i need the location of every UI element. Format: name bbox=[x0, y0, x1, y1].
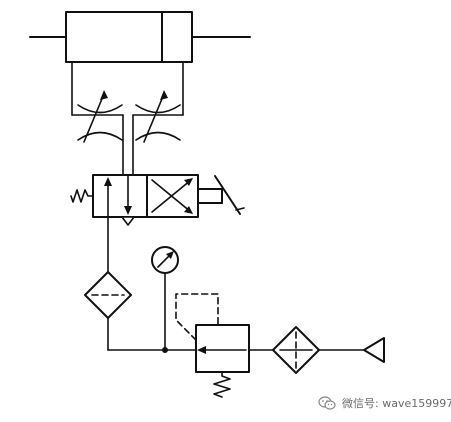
spring-return-icon bbox=[70, 189, 94, 203]
double-acting-cylinder bbox=[29, 11, 251, 63]
left-throttle-arc-top bbox=[77, 104, 123, 114]
regulator-spring bbox=[213, 371, 231, 398]
main-supply-line bbox=[107, 216, 197, 353]
valve-left-down-arrowhead bbox=[124, 206, 132, 215]
left-throttle-arrow bbox=[83, 93, 105, 143]
valve-left-up-arrowhead bbox=[104, 177, 112, 186]
exhaust-port-icon bbox=[121, 216, 135, 226]
left-throttle-arrowhead bbox=[100, 90, 108, 100]
water-separator-filter-icon bbox=[272, 326, 320, 374]
regulator-flow-arrowhead bbox=[197, 346, 206, 354]
valve-right-cross-b bbox=[151, 179, 192, 213]
wechat-icon bbox=[318, 396, 336, 410]
watermark-text: 微信号: wave159997 bbox=[342, 397, 451, 410]
left-throttle-arc-bottom bbox=[77, 131, 123, 141]
left-adjustable-throttle-icon bbox=[77, 90, 123, 143]
cylinder-barrel bbox=[65, 11, 193, 63]
valve-right-cross-b-arrowhead bbox=[184, 178, 193, 186]
air-filter-icon bbox=[84, 271, 132, 319]
valve-right-cross-a-arrowhead bbox=[184, 206, 193, 214]
right-throttle-arrow bbox=[143, 93, 165, 143]
directional-control-valve bbox=[70, 174, 245, 226]
pilot-line bbox=[175, 293, 219, 341]
valve-body bbox=[92, 174, 199, 218]
pedal-lever-foot bbox=[235, 207, 245, 211]
pressure-gauge-icon bbox=[151, 246, 179, 274]
gauge-needle-arrowhead bbox=[166, 251, 174, 259]
right-adjustable-throttle-icon bbox=[135, 90, 181, 143]
right-throttle-arrowhead bbox=[160, 90, 168, 100]
pedal-lever-icon bbox=[214, 175, 241, 215]
watermark: 微信号: wave159997 bbox=[318, 393, 451, 413]
air-source-icon bbox=[363, 337, 385, 363]
right-throttle-arc-top bbox=[135, 104, 181, 114]
pressure-regulator-icon bbox=[175, 293, 250, 398]
cylinder-supply-lines bbox=[71, 61, 184, 176]
right-throttle-arc-bottom bbox=[135, 131, 181, 141]
